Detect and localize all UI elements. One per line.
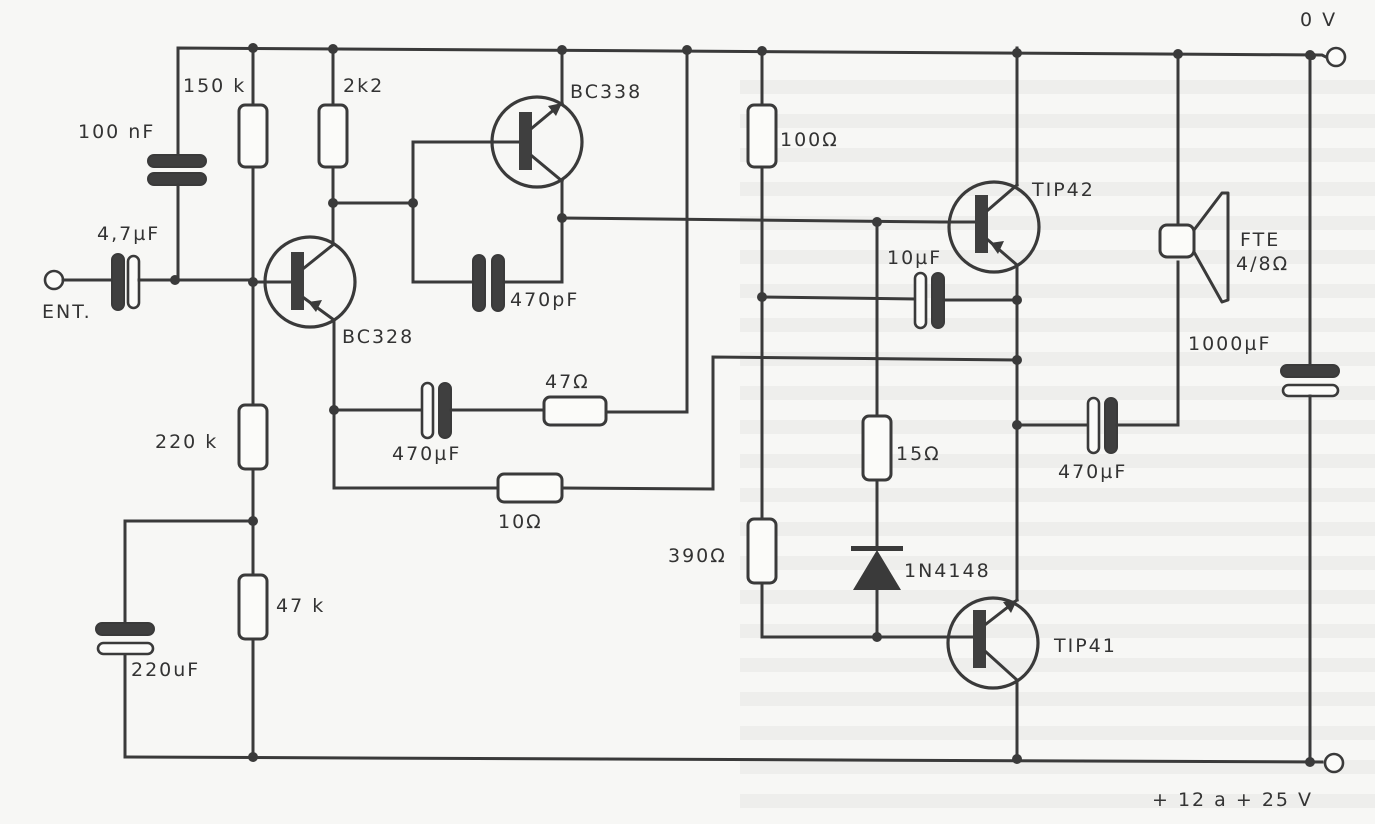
capacitor-220u-label: 220uF: [131, 659, 200, 681]
resistor-47k: [237, 573, 269, 641]
resistor-220k-label: 220 k: [155, 431, 218, 453]
resistor-150k: [237, 103, 269, 169]
transistor-tip42: [938, 180, 1041, 274]
capacitor-470u-feedback-label: 470µF: [392, 443, 461, 465]
resistor-390: [746, 517, 778, 585]
transistor-bc338: [490, 95, 584, 189]
resistor-47-label: 47Ω: [545, 371, 590, 393]
capacitor-4u7: [111, 253, 141, 311]
capacitor-470p-label: 470pF: [510, 289, 579, 311]
supply-terminal[interactable]: [1323, 752, 1345, 774]
resistor-220k: [237, 403, 269, 471]
capacitor-470u-feedback: [420, 381, 452, 440]
transistor-bc338-label: BC338: [570, 81, 642, 103]
transistor-tip41-label: TIP41: [1053, 635, 1117, 657]
input-terminal-label: ENT.: [42, 301, 92, 323]
resistor-150k-label: 150 k: [183, 75, 246, 97]
capacitor-220u: [95, 622, 155, 656]
capacitor-470u-output: [1086, 396, 1118, 455]
supply-terminal-label: + 12 a + 25 V: [1152, 789, 1313, 811]
resistor-2k2: [317, 103, 349, 169]
capacitor-100n: [147, 154, 207, 186]
capacitor-470u-output-label: 470µF: [1058, 461, 1127, 483]
supply-rail: [123, 653, 1324, 764]
junctions: [170, 43, 1316, 767]
capacitor-470p: [472, 254, 505, 312]
transistor-bc328-label: BC328: [342, 326, 414, 348]
input-terminal[interactable]: [43, 269, 65, 291]
resistor-47: [542, 395, 608, 427]
resistor-15: [861, 414, 893, 482]
resistor-10-label: 10Ω: [498, 511, 543, 533]
capacitor-100n-label: 100 nF: [78, 121, 155, 143]
speaker-impedance-label: 4/8Ω: [1236, 253, 1289, 275]
capacitor-1000u-label: 1000µF: [1188, 333, 1271, 355]
transistor-tip41: [938, 596, 1040, 690]
capacitor-10u: [913, 271, 945, 330]
transistor-tip42-label: TIP42: [1031, 179, 1095, 201]
resistor-390-label: 390Ω: [668, 545, 727, 567]
capacitor-1000u: [1280, 364, 1340, 398]
speaker-icon: [1158, 191, 1230, 304]
resistor-10: [496, 472, 564, 504]
capacitor-10u-label: 10µF: [887, 247, 942, 269]
resistor-15-label: 15Ω: [896, 443, 941, 465]
resistor-100-label: 100Ω: [780, 129, 839, 151]
transistor-bc328: [251, 235, 357, 329]
ground-terminal-label: 0 V: [1300, 9, 1337, 31]
diode-1n4148-label: 1N4148: [904, 560, 991, 582]
speaker-label: FTE: [1240, 229, 1280, 251]
resistor-47k-label: 47 k: [276, 595, 325, 617]
diode-1n4148: [851, 546, 903, 590]
ground-terminal[interactable]: [1325, 46, 1347, 68]
capacitor-4u7-label: 4,7µF: [97, 223, 160, 245]
resistor-100: [746, 103, 778, 169]
resistor-2k2-label: 2k2: [343, 75, 384, 97]
